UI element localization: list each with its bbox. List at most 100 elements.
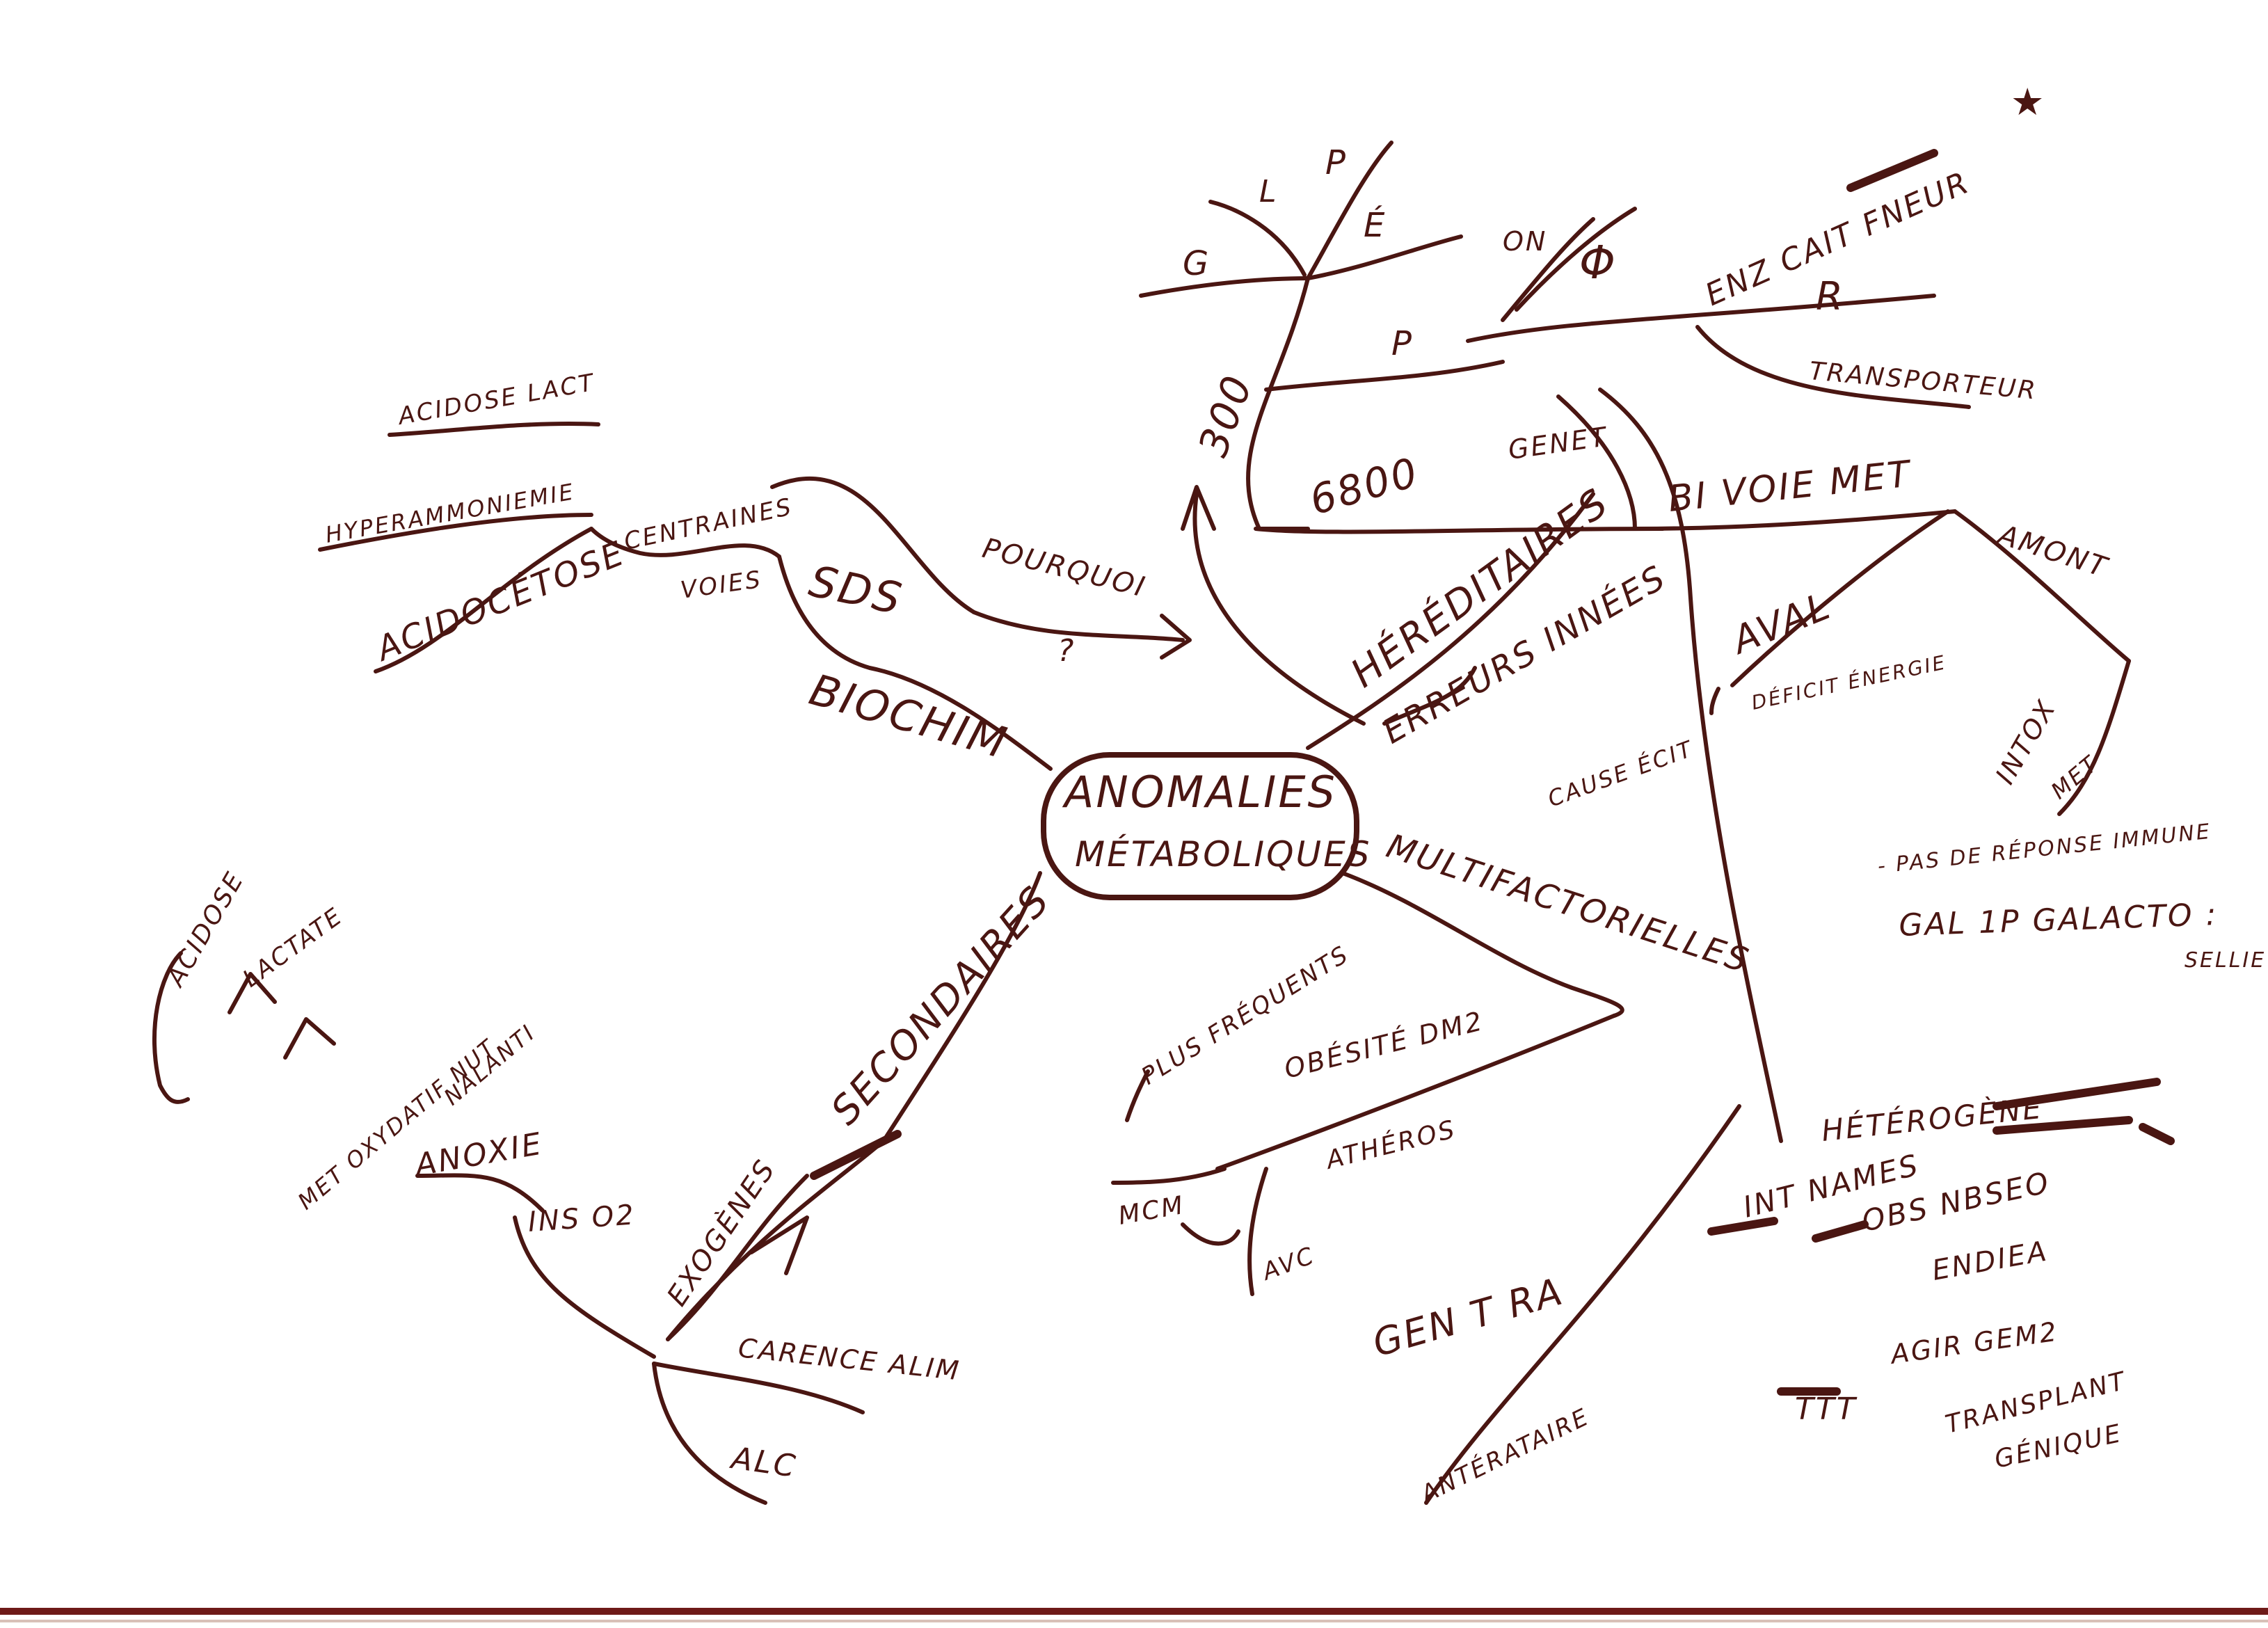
line-amont	[1953, 509, 2131, 663]
line-gipe-i	[1208, 200, 1307, 277]
arrow-300	[1181, 485, 1216, 531]
line-hyper-branch	[318, 513, 593, 552]
line-gipe-p	[1306, 141, 1393, 280]
line-p-phi	[1515, 207, 1637, 312]
label-carence-alim: CARENCE ALIM	[737, 1332, 962, 1386]
label-on: ON	[1503, 226, 1547, 257]
line-alc-branch	[652, 1362, 767, 1505]
center-title-line2: MÉTABOLIQUES	[1075, 833, 1371, 875]
label-deficit-energie: DÉFICIT ÉNERGIE	[1749, 650, 1949, 715]
line-aval	[1730, 509, 1950, 687]
thick-enz-underline	[1846, 149, 1938, 192]
label-anteratairre: ANTÉRATAIRE	[1415, 1402, 1594, 1509]
line-p-on	[1501, 217, 1595, 322]
line-300-trunk	[1246, 276, 1310, 531]
line-center-biochim	[777, 554, 1053, 771]
line-center-hereditaires	[1306, 492, 1595, 750]
label-ins-o2: INS O2	[527, 1199, 637, 1238]
line-atheros-avc	[1247, 1167, 1268, 1296]
label-acidocetose: ACIDOCÉTOSE	[369, 533, 630, 669]
label-met-oxydatif-nut: MET OXYDATIF NUT	[293, 1034, 502, 1215]
label-obesite-dm2: OBÉSITÉ DM2	[1281, 1005, 1487, 1085]
label-endiea: ENDIEA	[1930, 1235, 2051, 1287]
label-secondaires: SECONDAIRES	[822, 877, 1060, 1133]
arrow-pourquoi	[1160, 614, 1192, 660]
label-gal-1p-galacto: GAL 1P GALACTO :	[1899, 897, 2219, 943]
connector-lines	[152, 141, 2131, 1505]
label-exogenes: EXOGÈNES	[660, 1153, 782, 1312]
thick-int-names-strike	[1993, 1116, 2133, 1135]
line-exogenes	[666, 1174, 809, 1341]
line-mcm-curl	[1181, 1222, 1240, 1246]
line-genpara	[1424, 1104, 1741, 1505]
line-carence-branch	[652, 1362, 865, 1414]
line-gipe-g	[1139, 276, 1310, 298]
label-centraines: CENTRAINES	[622, 493, 796, 555]
center-title-line1: ANOMALIES	[1062, 767, 1337, 817]
label-question-mark: ?	[1057, 633, 1076, 669]
label-aval: AVAL	[1724, 584, 1837, 663]
label-genet: GENET	[1506, 421, 1610, 465]
line-mcm-base	[1111, 1167, 1227, 1185]
line-ins-o2-branch	[513, 1215, 656, 1359]
label-star: ★	[2011, 80, 2046, 124]
label-gen-t-ra: GEN T RA	[1368, 1269, 1569, 1365]
thick-secondaires-underline	[810, 1130, 902, 1180]
line-gipe-e	[1306, 234, 1463, 280]
line-transporteur	[1695, 325, 1971, 409]
label-intox: INTOX	[1990, 694, 2062, 790]
line-erreurs	[1382, 666, 1477, 726]
line-plus-frequents	[1125, 1069, 1150, 1122]
line-multi-base	[1215, 1014, 1616, 1171]
label-ttt: TTT	[1795, 1391, 1858, 1427]
line-6800-base	[1254, 527, 1665, 534]
thick-strokes	[810, 149, 2175, 1396]
line-6800-p	[1264, 360, 1505, 392]
line-acidose-bracket	[152, 951, 190, 1104]
label-p2: P	[1391, 324, 1414, 363]
label-amont: AMONT	[1993, 518, 2112, 584]
label-multifactorielles: MULTIFACTORIELLES	[1382, 827, 1755, 981]
label-hyperammoniemie: HYPERAMMONIEMIE	[324, 478, 577, 548]
label-pas-de-reponse-immune: - PAS DE RÉPONSE IMMUNE	[1876, 819, 2212, 879]
label-phi: Φ	[1579, 236, 1618, 289]
center-node-box[interactable]	[1041, 752, 1359, 900]
line-enz	[1466, 294, 1936, 343]
label-r: R	[1816, 274, 1845, 319]
label-sds: SDS	[805, 555, 908, 625]
line-amont-intox	[2057, 659, 2131, 816]
label-voies: VOIES	[679, 566, 765, 605]
label-avc: AVC	[1258, 1241, 1319, 1286]
line-centraines-pourquoi	[770, 476, 1185, 642]
label-acidose-lact: ACIDOSE LACT	[395, 369, 598, 431]
label-acidose: ACIDOSE	[161, 866, 250, 992]
line-aval-defs	[1709, 687, 1720, 715]
line-center-multi	[1341, 871, 1624, 1018]
label-p: P	[1325, 143, 1348, 182]
label-agir-gem2: AGIR GEM2	[1887, 1316, 2060, 1371]
thick-int-dash	[1707, 1217, 1778, 1236]
label-genique: GÉNIQUE	[1992, 1419, 2125, 1474]
line-acidocetose-branch	[374, 527, 593, 673]
arrow-exogenes	[749, 1215, 809, 1275]
label-g: G	[1183, 244, 1211, 283]
label-transporteur: TRANSPORTEUR	[1808, 357, 2038, 405]
label-heterogene: HÉTÉROGÈNE	[1820, 1090, 2045, 1148]
label-mcm: MCM	[1116, 1191, 1187, 1231]
label-e: É	[1364, 205, 1387, 245]
thick-obs-dash	[1812, 1220, 1869, 1243]
label-6800: 6800	[1304, 448, 1424, 524]
thick-obs-arrow	[2139, 1123, 2175, 1145]
line-acidolact-branch	[388, 422, 600, 437]
label-alc: ALC	[727, 1440, 799, 1485]
line-heterogene-trunk	[1598, 388, 1783, 1143]
arrow-lactate	[227, 972, 277, 1014]
label-pourquoi: POURQUOI	[980, 532, 1150, 604]
arrow-metox	[283, 1017, 336, 1060]
line-bivoie	[1556, 394, 1637, 531]
line-bivoie-base	[1633, 509, 1957, 531]
label-bi-voie-met: BI VOIE MET	[1666, 453, 1915, 520]
line-biochim-centraines	[589, 527, 781, 559]
label-lactate: LACTATE	[238, 902, 349, 993]
